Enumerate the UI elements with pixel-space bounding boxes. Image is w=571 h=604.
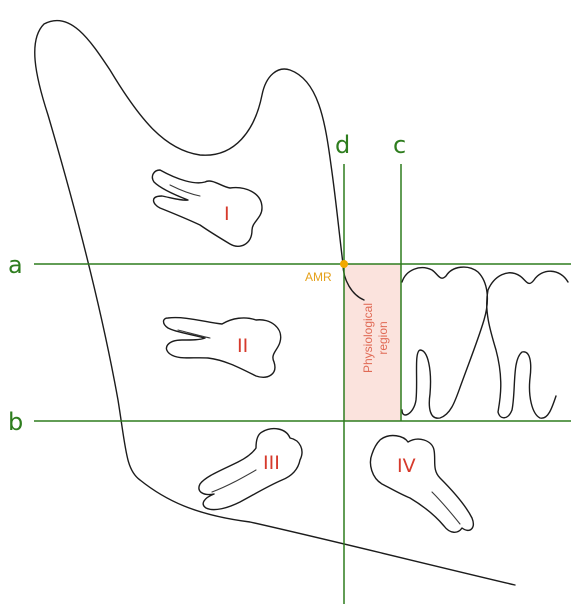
tooth-iii-label: III — [263, 452, 280, 474]
tooth-iii-outline — [199, 429, 302, 510]
tooth-iv-label: IV — [397, 455, 416, 477]
tooth-ii-root-line — [178, 330, 210, 338]
tooth-i-label: I — [224, 203, 230, 225]
label-a: a — [8, 251, 23, 279]
tooth-ii-outline — [164, 318, 281, 378]
molar-1-outline — [402, 267, 487, 418]
amr-label: AMR — [305, 270, 332, 284]
tooth-i-outline — [152, 170, 262, 246]
label-b: b — [8, 408, 23, 436]
label-d: d — [335, 131, 350, 159]
tooth-iii-root-line — [212, 470, 256, 492]
molar-2-outline — [487, 271, 568, 418]
region-label-line1: Physiological — [361, 303, 375, 373]
mandible-outline — [35, 20, 515, 585]
tooth-ii-label: II — [237, 335, 248, 357]
tooth-iv-root-line — [432, 492, 460, 524]
amr-point — [340, 260, 348, 268]
label-c: c — [393, 131, 406, 159]
tooth-iv-outline — [370, 436, 473, 533]
region-label-line2: region — [376, 321, 390, 354]
